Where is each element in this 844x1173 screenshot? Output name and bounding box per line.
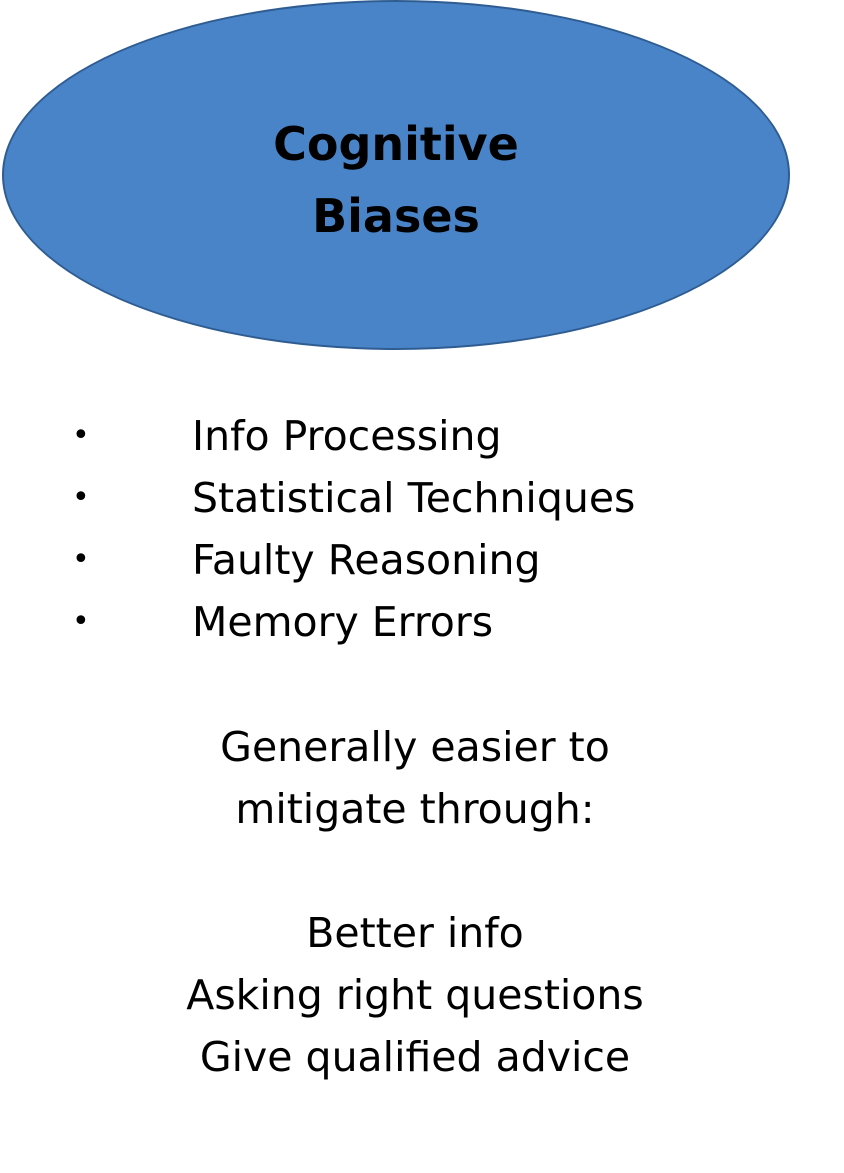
list-item-label: Info Processing	[192, 412, 502, 460]
cognitive-biases-ellipse	[2, 0, 790, 350]
list-item-label: Faulty Reasoning	[192, 536, 541, 584]
list-item-label: Memory Errors	[192, 598, 494, 646]
bullet-icon: •	[72, 480, 90, 515]
list-item: • Memory Errors	[0, 591, 844, 653]
mitigation-methods: Better info Asking right questions Give …	[0, 902, 830, 1088]
list-item-label: Statistical Techniques	[192, 474, 636, 522]
bullet-icon: •	[72, 542, 90, 577]
method-item: Give qualified advice	[199, 1033, 631, 1081]
method-item: Asking right questions	[186, 971, 644, 1019]
ellipse-title-line-1: Cognitive	[273, 117, 519, 171]
bullet-icon: •	[72, 604, 90, 639]
intro-line-2: mitigate through:	[235, 785, 595, 833]
bullet-icon: •	[72, 418, 90, 453]
list-item: • Statistical Techniques	[0, 467, 844, 529]
bias-types-list: • Info Processing • Statistical Techniqu…	[0, 405, 844, 653]
ellipse-title: Cognitive Biases	[2, 108, 790, 252]
mitigation-intro: Generally easier to mitigate through:	[0, 716, 830, 840]
intro-line-1: Generally easier to	[220, 723, 610, 771]
list-item: • Info Processing	[0, 405, 844, 467]
method-item: Better info	[306, 909, 524, 957]
list-item: • Faulty Reasoning	[0, 529, 844, 591]
ellipse-title-line-2: Biases	[312, 189, 480, 243]
